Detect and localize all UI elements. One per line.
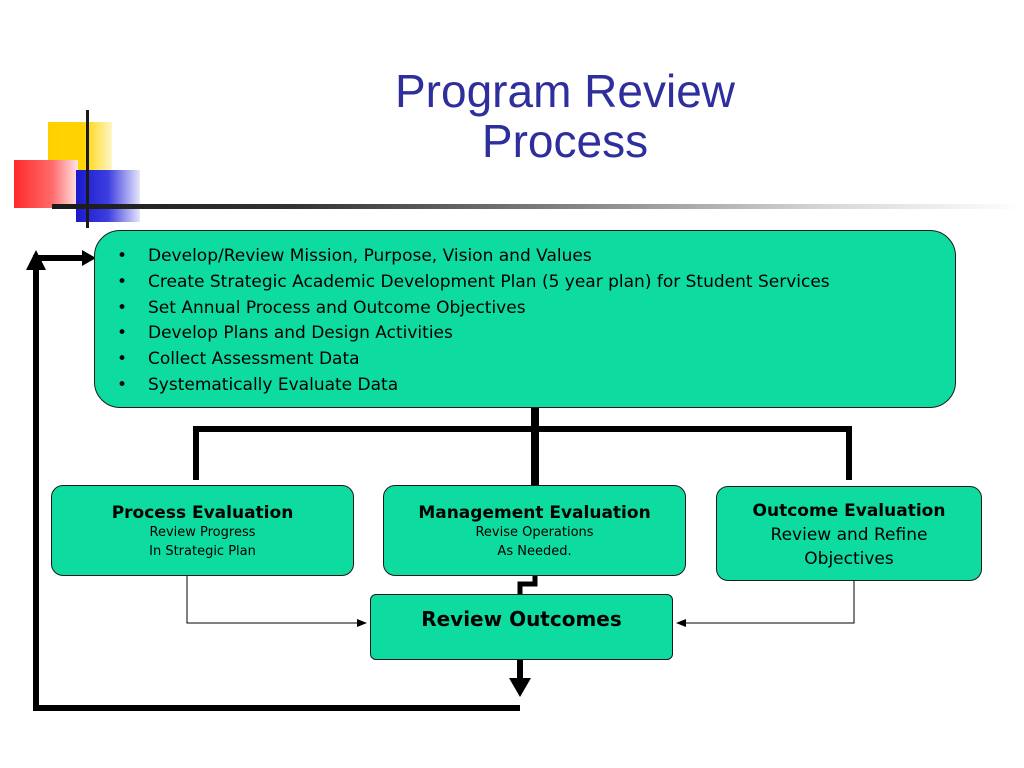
review-outcomes-box: Review Outcomes: [370, 594, 673, 660]
planning-steps-box: Develop/Review Mission, Purpose, Vision …: [94, 230, 956, 408]
process-to-review-arrow: [186, 576, 367, 627]
feedback-loop-line: [33, 255, 520, 711]
slide-title-line2: Process: [481, 115, 649, 167]
feedback-loop-right-arrowhead: [82, 250, 96, 266]
outcome-evaluation-heading: Outcome Evaluation: [752, 501, 946, 521]
list-item: Create Strategic Academic Development Pl…: [95, 270, 830, 296]
planning-steps-list: Develop/Review Mission, Purpose, Vision …: [95, 244, 830, 399]
list-item: Develop Plans and Design Activities: [95, 321, 830, 347]
process-evaluation-line2: In Strategic Plan: [149, 544, 256, 559]
outcome-evaluation-line1: Review and Refine: [770, 525, 928, 545]
title-underline-rule: [52, 204, 1024, 209]
management-to-review-connector: [517, 576, 538, 594]
management-evaluation-box: Management Evaluation Revise Operations …: [383, 485, 686, 576]
review-down-arrowhead: [509, 678, 531, 697]
outcome-to-review-arrow: [676, 581, 855, 627]
slide-title-line1: Program Review: [395, 65, 735, 117]
outcome-evaluation-box: Outcome Evaluation Review and Refine Obj…: [716, 486, 982, 581]
management-evaluation-heading: Management Evaluation: [418, 503, 651, 523]
list-item: Set Annual Process and Outcome Objective…: [95, 296, 830, 322]
outcome-evaluation-line2: Objectives: [804, 549, 894, 569]
management-evaluation-line2: As Needed.: [497, 544, 572, 559]
process-evaluation-box: Process Evaluation Review Progress In St…: [51, 485, 354, 576]
management-evaluation-line1: Revise Operations: [475, 525, 594, 540]
list-item: Collect Assessment Data: [95, 347, 830, 373]
logo-vertical-rule: [86, 110, 89, 228]
list-item: Develop/Review Mission, Purpose, Vision …: [95, 244, 830, 270]
slide-title: Program Review Process: [300, 66, 830, 166]
logo-red-square: [14, 160, 78, 208]
process-evaluation-line1: Review Progress: [149, 525, 256, 540]
review-outcomes-label: Review Outcomes: [421, 607, 622, 631]
feedback-loop-up-arrowhead: [26, 250, 46, 270]
list-item: Systematically Evaluate Data: [95, 373, 830, 399]
process-evaluation-heading: Process Evaluation: [111, 503, 294, 523]
